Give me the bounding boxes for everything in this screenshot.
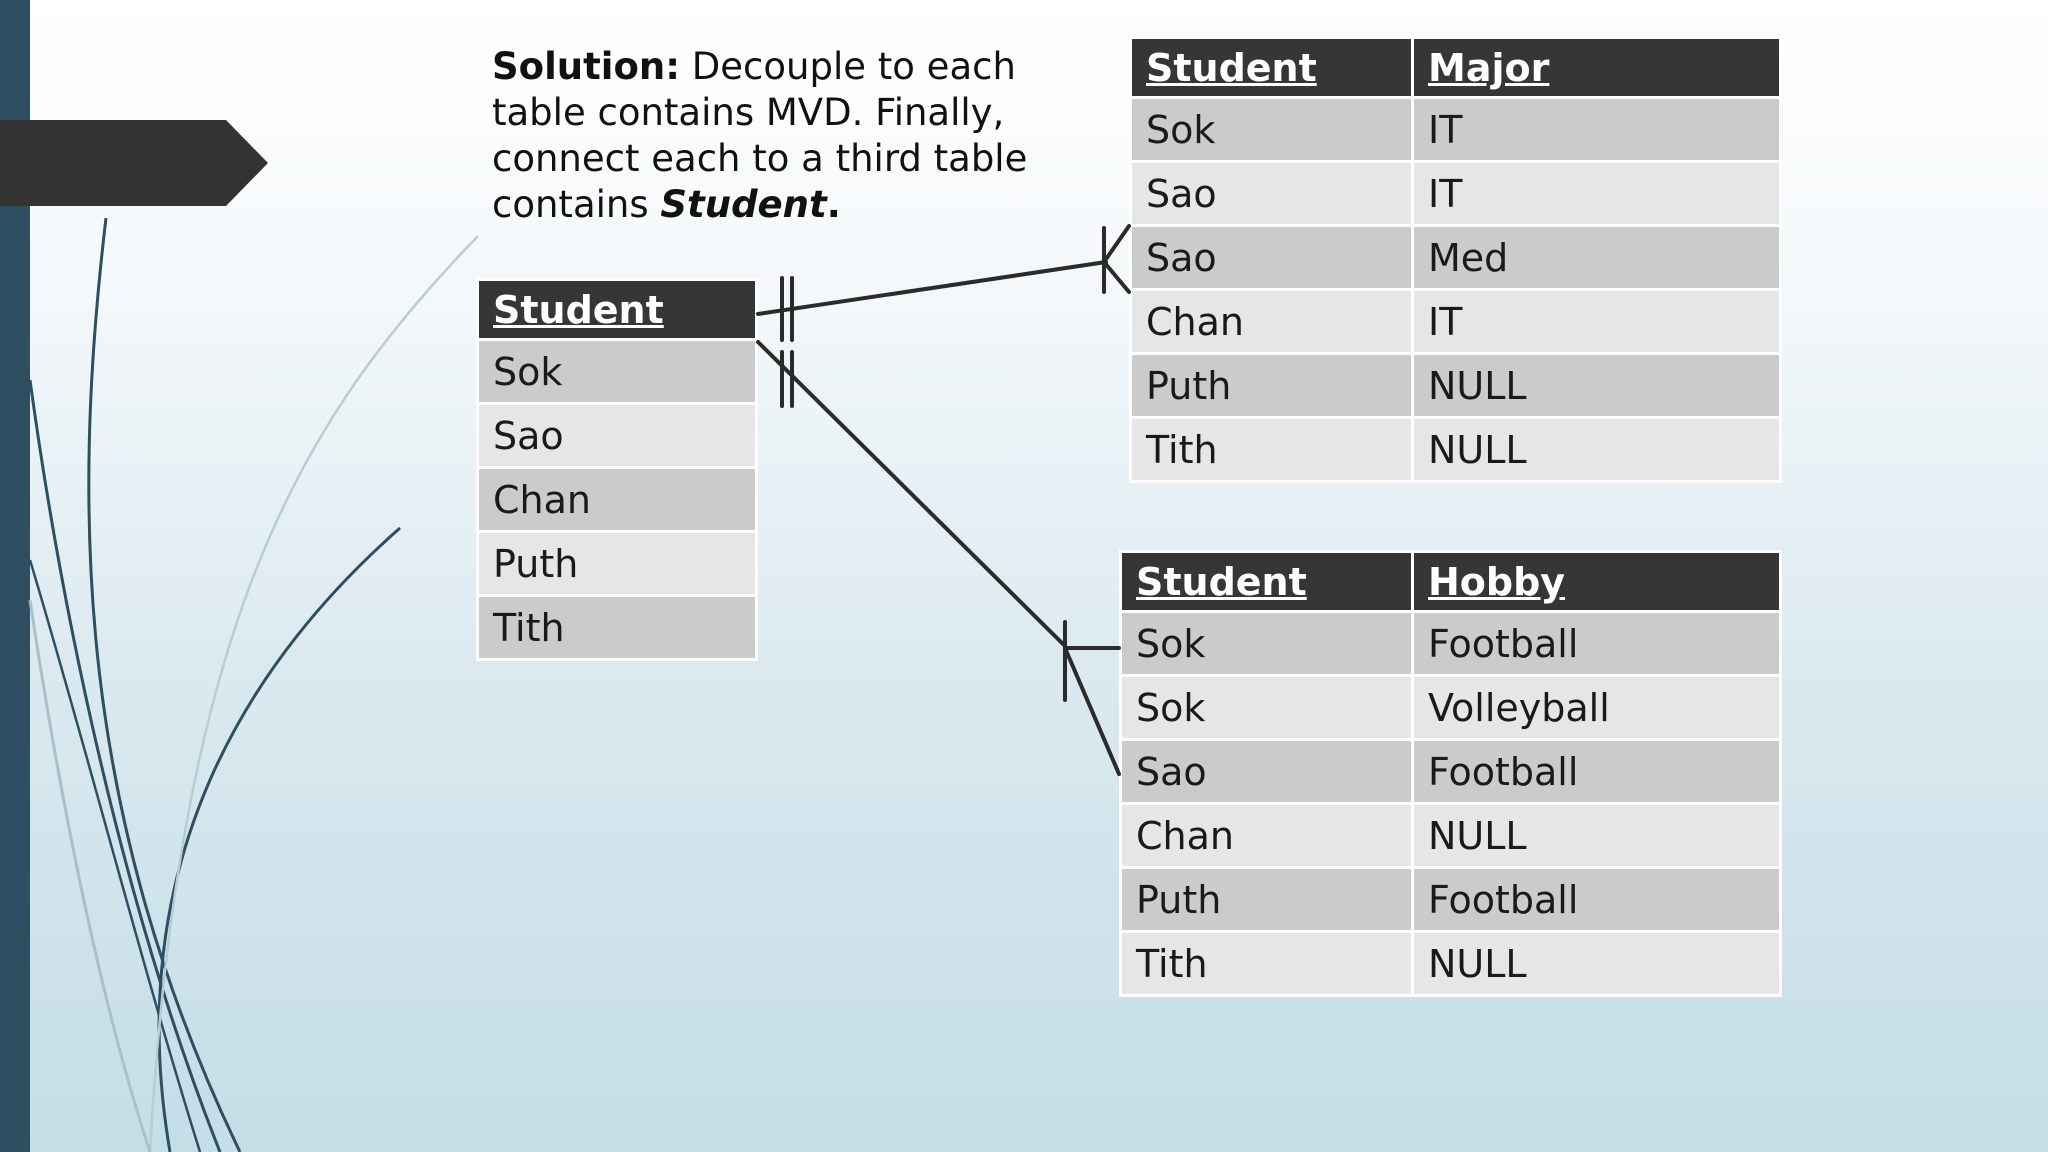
crows-foot-major-upper [1102,224,1131,264]
table-cell: NULL [1411,352,1782,419]
table-row: Sao [476,402,758,469]
solution-line-1: Decouple to each [680,45,1016,88]
table-row: Tith [476,594,758,661]
solution-line-4-entity: Student [660,183,827,226]
table-cell: Puth [476,530,758,597]
hobby-table-header-hobby: Hobby [1411,550,1782,613]
table-cell: Puth [1129,352,1414,419]
student-table-header: Student [476,278,758,341]
table-cell: Sok [1119,610,1414,677]
table-cell: IT [1411,160,1782,227]
table-row: Chan [476,466,758,533]
table-cell: Football [1411,738,1782,805]
relationship-line-hobby [756,340,1067,648]
table-cell: Tith [476,594,758,661]
arrow-tab-shape [0,120,268,206]
solution-text: Solution: Decouple to each table contain… [492,44,1032,228]
table-cell: Med [1411,224,1782,291]
table-cell: Sao [1129,224,1414,291]
table-cell: Sok [476,338,758,405]
table-cell: Football [1411,610,1782,677]
table-row: Puth [476,530,758,597]
table-cell: NULL [1411,802,1782,869]
table-cell: Chan [1129,288,1414,355]
solution-lead: Solution: [492,45,681,88]
solution-line-2: table contains MVD. Finally, [492,91,1005,134]
major-table-header-major: Major [1411,36,1782,99]
solution-line-3: connect each to a third table [492,137,1028,180]
table-cell: Sao [1129,160,1414,227]
hobby-table-header-student: Student [1119,550,1414,613]
solution-line-4-suffix: . [826,183,841,226]
student-table: Student Sok Sao Chan Puth Tith [476,278,758,661]
table-cell: IT [1411,96,1782,163]
table-cell: IT [1411,288,1782,355]
solution-line-4-prefix: contains [492,183,661,226]
crows-foot-major-lower [1102,260,1131,294]
crows-foot-hobby-lower [1063,646,1121,776]
table-cell: Football [1411,866,1782,933]
relationship-line-major [756,260,1108,316]
decorative-curves [28,217,479,1152]
table-cell: Chan [1119,802,1414,869]
table-cell: NULL [1411,930,1782,997]
table-cell: Sok [1119,674,1414,741]
table-cell: Volleyball [1411,674,1782,741]
table-cell: Sao [476,402,758,469]
table-cell: Tith [1119,930,1414,997]
table-cell: Puth [1119,866,1414,933]
table-cell: Tith [1129,416,1414,483]
table-cell: NULL [1411,416,1782,483]
table-row: Sok [476,338,758,405]
table-cell: Sao [1119,738,1414,805]
table-cell: Sok [1129,96,1414,163]
table-cell: Chan [476,466,758,533]
major-table-header-student: Student [1129,36,1414,99]
